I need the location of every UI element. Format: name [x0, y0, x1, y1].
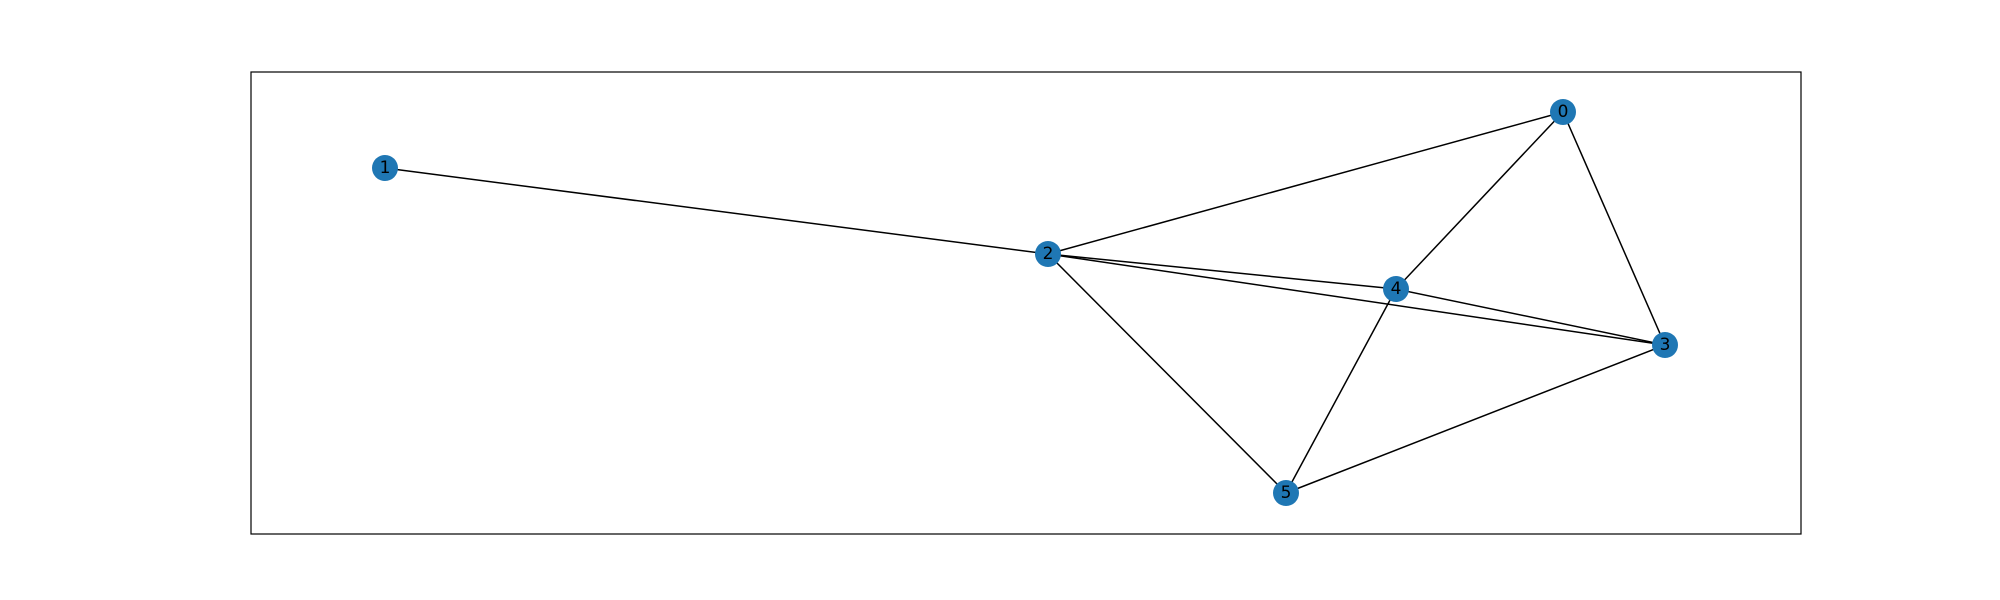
edge-2-3 [1047, 253, 1666, 346]
node-label-5: 5 [1281, 483, 1292, 503]
edge-0-3 [1562, 111, 1666, 346]
edge-2-5 [1047, 253, 1287, 494]
node-circle-0 [1550, 99, 1576, 125]
edges-layer [384, 111, 1666, 494]
node-5: 5 [1273, 480, 1299, 506]
node-4: 4 [1383, 276, 1409, 302]
edge-5-3 [1285, 344, 1666, 494]
plot-frame [250, 71, 1802, 535]
edge-4-3 [1395, 288, 1666, 346]
node-2: 2 [1035, 241, 1061, 267]
node-label-2: 2 [1043, 244, 1054, 264]
node-0: 0 [1550, 99, 1576, 125]
edge-1-2 [384, 167, 1049, 255]
node-1: 1 [372, 155, 398, 181]
node-circle-4 [1383, 276, 1409, 302]
node-circle-2 [1035, 241, 1061, 267]
edge-2-0 [1047, 111, 1564, 255]
edge-2-4 [1047, 253, 1397, 290]
node-circle-5 [1273, 480, 1299, 506]
node-label-1: 1 [380, 158, 391, 178]
node-circle-1 [372, 155, 398, 181]
node-circle-3 [1652, 332, 1678, 358]
nodes-layer: 0 1 2 3 4 5 [372, 99, 1678, 506]
node-label-3: 3 [1660, 335, 1671, 355]
node-label-4: 4 [1391, 279, 1402, 299]
node-label-0: 0 [1558, 102, 1569, 122]
edge-4-5 [1285, 288, 1397, 494]
edge-0-4 [1395, 111, 1564, 290]
node-3: 3 [1652, 332, 1678, 358]
